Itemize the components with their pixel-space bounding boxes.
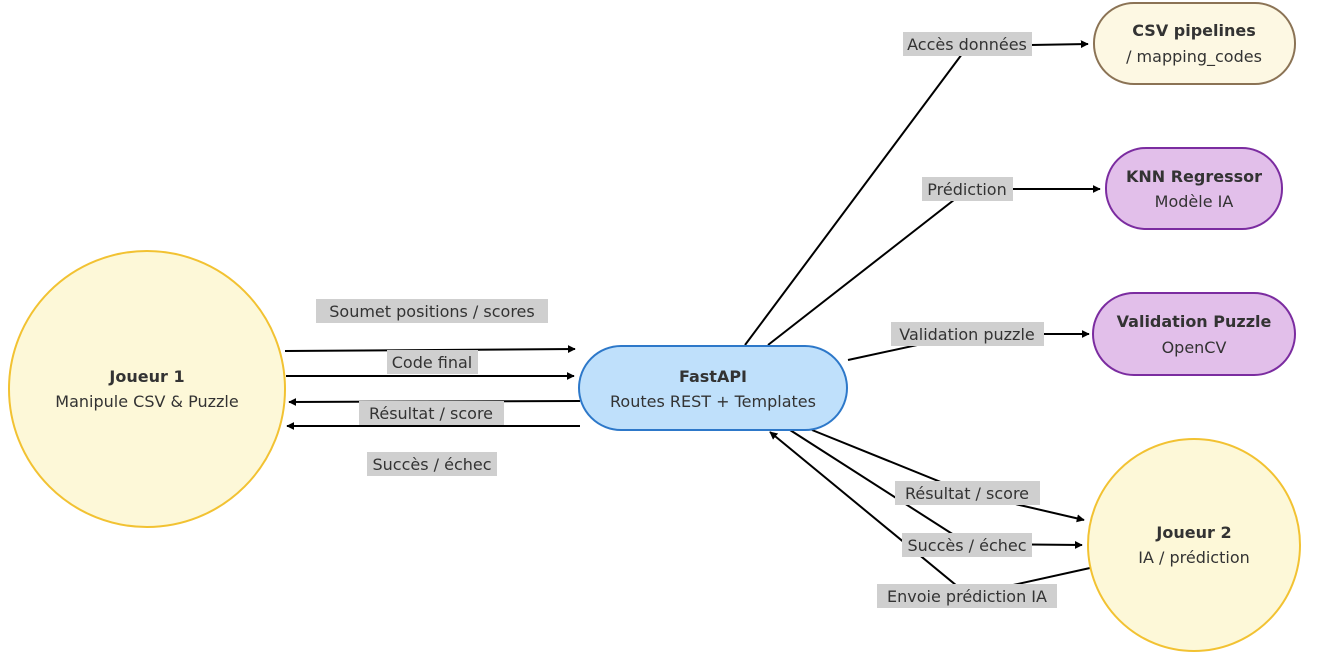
node-validation-title: Validation Puzzle	[1117, 312, 1272, 331]
node-validation-puzzle: Validation Puzzle OpenCV	[1092, 292, 1296, 376]
edge-label-code-final-text: Code final	[392, 353, 473, 372]
edge-label-validation-text: Validation puzzle	[899, 325, 1034, 344]
edge-prediction-line	[767, 185, 1101, 346]
edge-label-succes1-bg	[367, 452, 497, 476]
node-joueur1-title: Joueur 1	[108, 367, 184, 386]
edge-label-prediction-bg	[922, 177, 1013, 201]
node-fastapi-subtitle: Routes REST + Templates	[610, 392, 816, 411]
edge-label-succes2: Succès / échec	[902, 533, 1032, 557]
edge-label-validation: Validation puzzle	[891, 322, 1044, 346]
edge-label-resultat2: Résultat / score	[895, 481, 1040, 505]
edge-envoie-line	[769, 431, 1091, 597]
node-knn-shape	[1105, 147, 1283, 230]
node-joueur2: Joueur 2 IA / prédiction	[1087, 438, 1301, 652]
edge-label-succes2-bg	[902, 533, 1032, 557]
edge-label-resultat1: Résultat / score	[359, 401, 504, 425]
edge-label-envoie: Envoie prédiction IA	[877, 584, 1057, 608]
node-joueur1-shape	[8, 250, 286, 528]
node-csv-pipelines: CSV pipelines / mapping_codes	[1093, 2, 1296, 85]
node-knn-subtitle: Modèle IA	[1155, 192, 1234, 211]
edge-label-acces: Accès données	[903, 32, 1032, 56]
edge-label-code-final: Code final	[387, 350, 478, 374]
edge-label-succes2-text: Succès / échec	[907, 536, 1026, 555]
edge-label-resultat2-text: Résultat / score	[905, 484, 1029, 503]
node-joueur2-subtitle: IA / prédiction	[1138, 548, 1250, 567]
edge-label-validation-bg	[891, 322, 1044, 346]
node-fastapi-title: FastAPI	[679, 367, 747, 386]
edge-label-prediction: Prédiction	[922, 177, 1013, 201]
edge-label-envoie-bg	[877, 584, 1057, 608]
node-joueur2-title: Joueur 2	[1155, 523, 1231, 542]
edge-label-resultat1-text: Résultat / score	[369, 404, 493, 423]
edge-label-resultat2-bg	[895, 481, 1040, 505]
node-validation-subtitle: OpenCV	[1162, 338, 1227, 357]
edge-label-soumet: Soumet positions / scores	[316, 299, 548, 323]
node-joueur1: Joueur 1 Manipule CSV & Puzzle	[8, 250, 286, 528]
node-validation-shape	[1092, 292, 1296, 376]
node-joueur1-subtitle: Manipule CSV & Puzzle	[55, 392, 238, 411]
edge-label-succes1: Succès / échec	[367, 452, 497, 476]
node-knn-title: KNN Regressor	[1126, 167, 1262, 186]
node-csv-shape	[1093, 2, 1296, 85]
edge-label-succes1-text: Succès / échec	[372, 455, 491, 474]
edge-label-prediction-text: Prédiction	[927, 180, 1006, 199]
node-fastapi-shape	[578, 345, 848, 431]
edge-label-envoie-text: Envoie prédiction IA	[887, 587, 1047, 606]
node-knn-regressor: KNN Regressor Modèle IA	[1105, 147, 1283, 230]
edge-label-acces-bg	[903, 32, 1032, 56]
edge-label-soumet-text: Soumet positions / scores	[329, 302, 534, 321]
edge-labels: Soumet positions / scores Code final Rés…	[316, 32, 1057, 608]
edge-label-acces-text: Accès données	[907, 35, 1027, 54]
edge-label-soumet-bg	[316, 299, 548, 323]
edge-resultat2-line	[811, 429, 1085, 523]
node-csv-subtitle: / mapping_codes	[1126, 47, 1262, 67]
edge-label-resultat1-bg	[359, 401, 504, 425]
node-csv-title: CSV pipelines	[1132, 21, 1256, 40]
node-fastapi: FastAPI Routes REST + Templates	[578, 345, 848, 431]
edge-label-code-final-bg	[387, 350, 478, 374]
node-joueur2-shape	[1087, 438, 1301, 652]
edge-acces-line	[744, 40, 1089, 346]
